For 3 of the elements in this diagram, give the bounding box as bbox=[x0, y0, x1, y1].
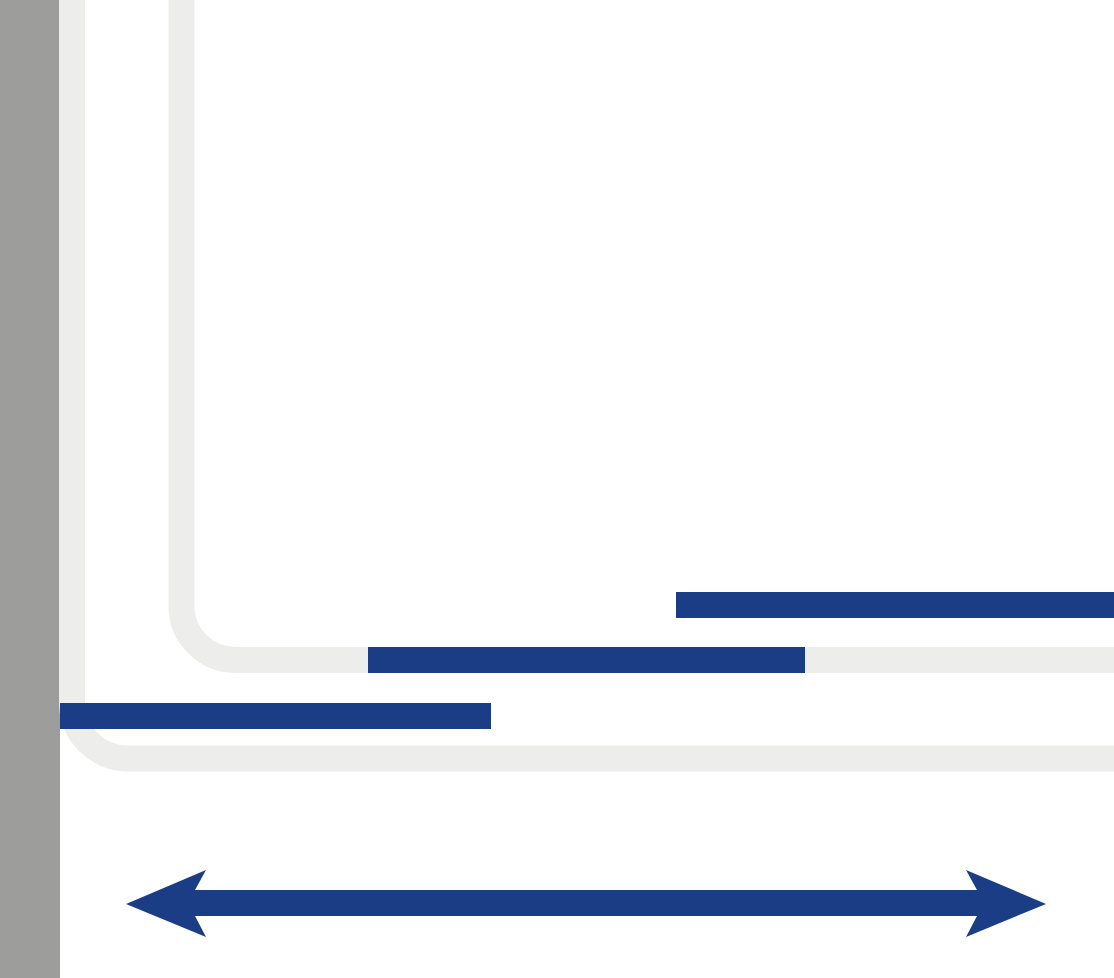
bar bbox=[368, 647, 805, 673]
bar bbox=[676, 592, 1114, 618]
bar bbox=[60, 703, 491, 729]
